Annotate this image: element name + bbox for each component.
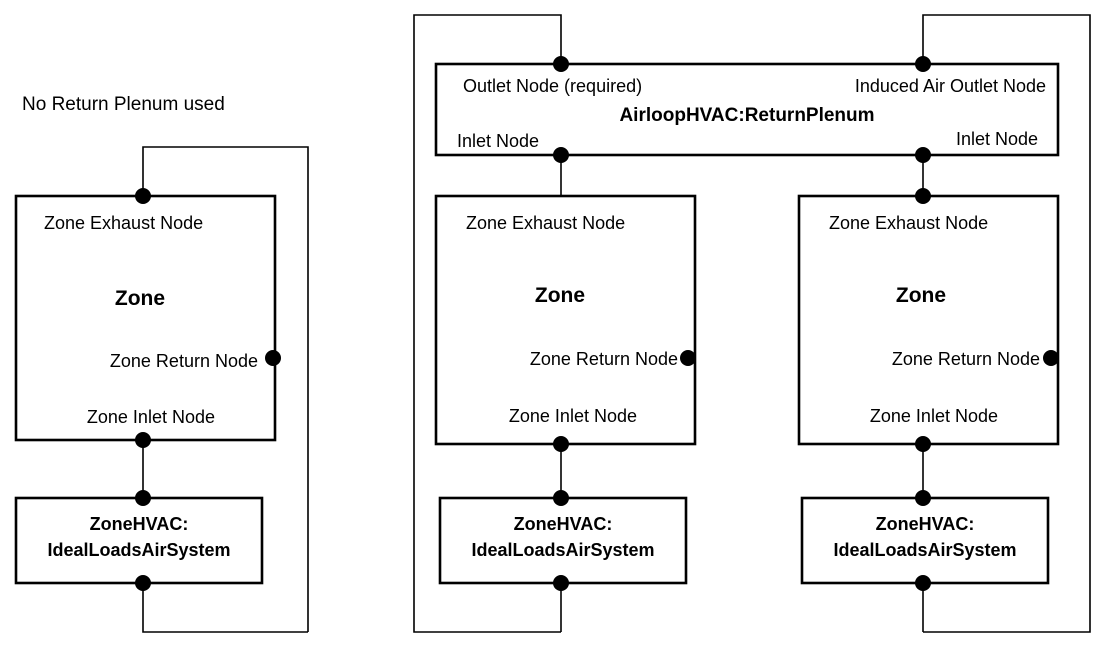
plenum-induced-air-outlet-node-label: Induced Air Outlet Node: [855, 76, 1046, 96]
right-zone-exhaust-label: Zone Exhaust Node: [829, 213, 988, 233]
middle-hvac-line1: ZoneHVAC:: [514, 514, 613, 534]
left-exhaust-return-wire: [142, 146, 309, 632]
plenum-induced-air-outlet-node-dot: [915, 56, 931, 72]
right-hvac-line2: IdealLoadsAirSystem: [833, 540, 1016, 560]
middle-zone-title: Zone: [535, 284, 585, 307]
plenum-outlet-node-dot: [553, 56, 569, 72]
left-zone-inlet-node-dot: [135, 432, 151, 448]
left-diagram-caption: No Return Plenum used: [22, 94, 225, 115]
plenum-inlet-node-right-label: Inlet Node: [956, 129, 1038, 149]
right-zone-return-label: Zone Return Node: [892, 349, 1040, 369]
plenum-inlet-node-left-dot: [553, 147, 569, 163]
plenum-outlet-node-label: Outlet Node (required): [463, 76, 642, 96]
plenum-inlet-node-right-dot: [915, 147, 931, 163]
plenum-inlet-node-left-label: Inlet Node: [457, 131, 539, 151]
plenum-outlet-supply-loop-wire: [413, 14, 562, 633]
middle-zone-inlet-label: Zone Inlet Node: [509, 406, 637, 426]
return-plenum-box: [434, 62, 1060, 157]
right-zone-inlet-label: Zone Inlet Node: [870, 406, 998, 426]
right-hvac-outlet-node-dot: [915, 575, 931, 591]
right-hvac-inlet-node-dot: [915, 490, 931, 506]
left-zone-return-label: Zone Return Node: [110, 351, 258, 371]
left-hvac-inlet-node-dot: [135, 490, 151, 506]
middle-hvac-inlet-node-dot: [553, 490, 569, 506]
middle-hvac-box: [438, 496, 688, 585]
right-zone-exhaust-node-dot: [915, 188, 931, 204]
left-zone-exhaust-node-dot: [135, 188, 151, 204]
left-zone-title: Zone: [115, 287, 165, 310]
middle-zone-inlet-node-dot: [553, 436, 569, 452]
return-plenum-title: AirloopHVAC:ReturnPlenum: [619, 105, 874, 126]
left-hvac-line2: IdealLoadsAirSystem: [47, 540, 230, 560]
left-zone-exhaust-label: Zone Exhaust Node: [44, 213, 203, 233]
middle-hvac-line2: IdealLoadsAirSystem: [471, 540, 654, 560]
left-zone-return-node-dot: [265, 350, 281, 366]
right-zone-inlet-node-dot: [915, 436, 931, 452]
right-zone-return-node-dot: [1043, 350, 1059, 366]
left-zone-inlet-label: Zone Inlet Node: [87, 407, 215, 427]
middle-zone-return-label: Zone Return Node: [530, 349, 678, 369]
right-zone-title: Zone: [896, 284, 946, 307]
middle-zone-box: [434, 194, 697, 446]
plenum-induced-outlet-loop-wire: [922, 14, 1091, 633]
right-hvac-line1: ZoneHVAC:: [876, 514, 975, 534]
middle-zone-exhaust-label: Zone Exhaust Node: [466, 213, 625, 233]
middle-zone-return-node-dot: [680, 350, 696, 366]
left-hvac-supply-wire: [142, 584, 308, 633]
left-diagram-group: No Return Plenum used Zone Exhaust Node …: [14, 94, 309, 633]
middle-hvac-outlet-node-dot: [553, 575, 569, 591]
left-hvac-line1: ZoneHVAC:: [90, 514, 189, 534]
right-diagram-group: Outlet Node (required) Induced Air Outle…: [413, 14, 1091, 633]
left-hvac-outlet-node-dot: [135, 575, 151, 591]
